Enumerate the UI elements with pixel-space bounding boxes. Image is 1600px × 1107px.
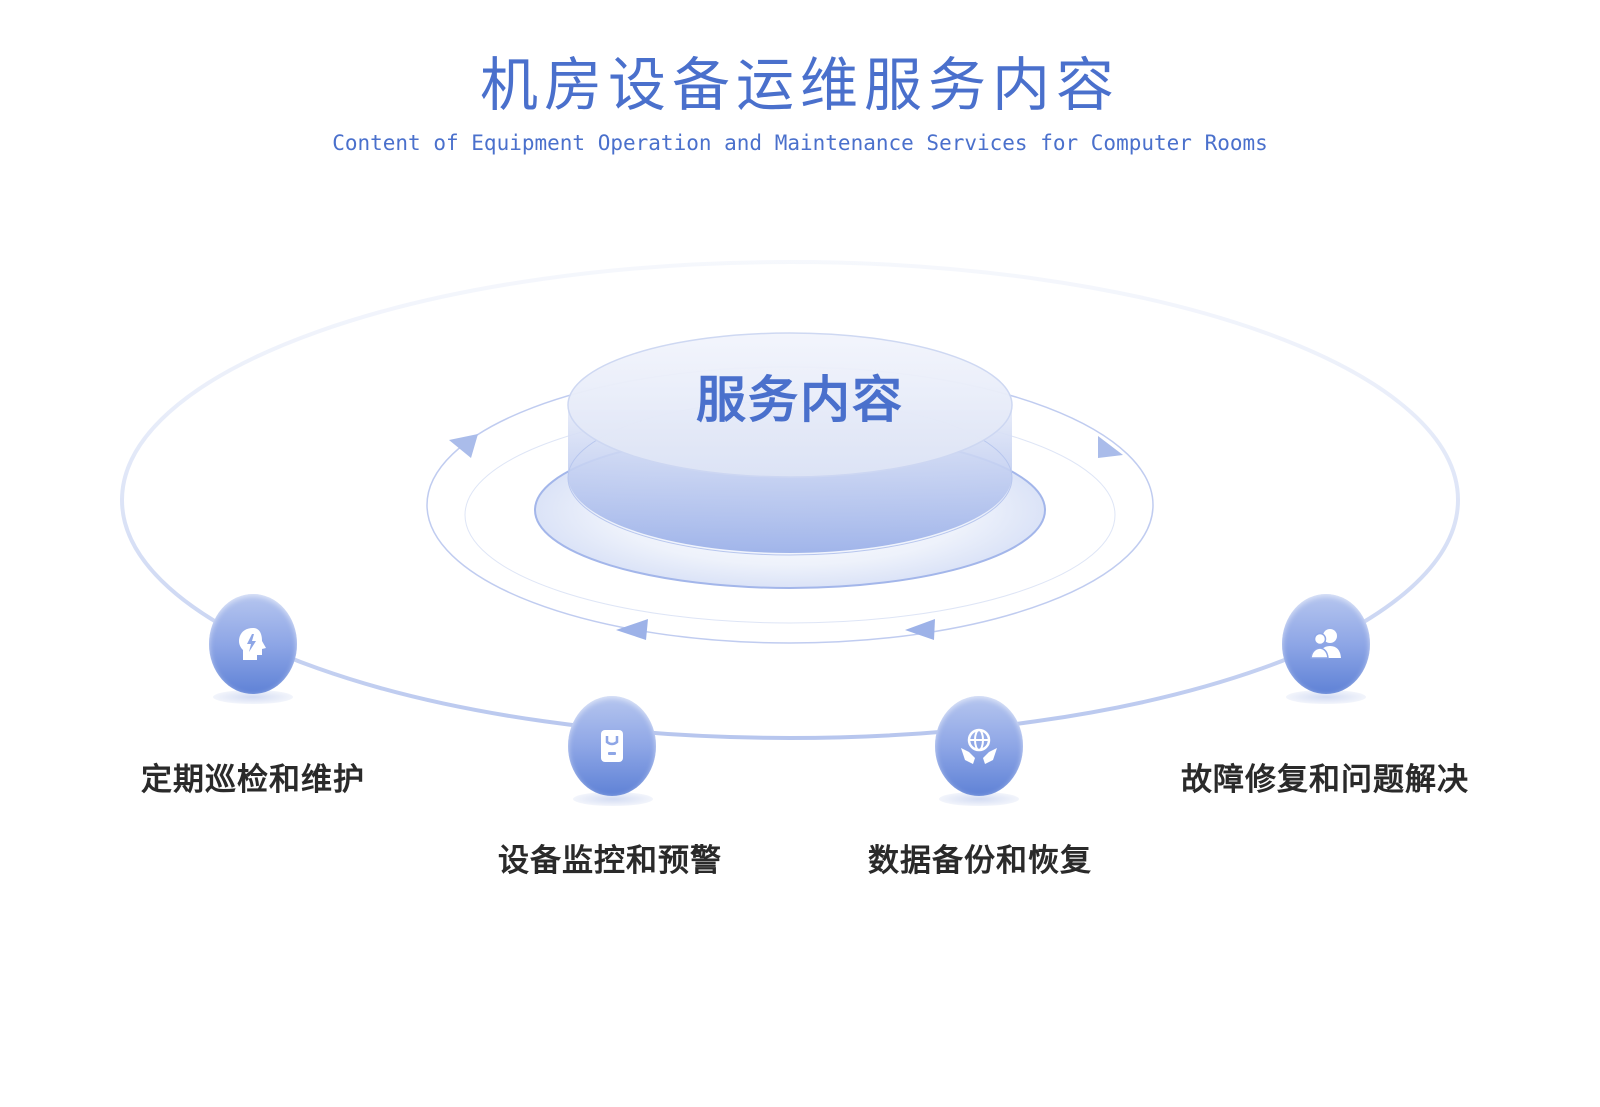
orbit-arrow-left (449, 434, 478, 458)
orbit-arrow-bottom-left (616, 619, 648, 640)
node-4-shadow (1286, 690, 1366, 704)
outer-orbit-ring (120, 260, 1460, 740)
node-4-label: 故障修复和问题解决 (1181, 762, 1469, 798)
node-3-shadow (939, 792, 1019, 806)
orbit-arrow-right (1098, 436, 1123, 458)
page-subtitle: Content of Equipment Operation and Maint… (332, 131, 1268, 155)
node-1-label: 定期巡检和维护 (141, 762, 365, 798)
node-3[interactable] (935, 696, 1023, 796)
head-lightning-icon (239, 628, 266, 660)
center-label: 服务内容 (696, 371, 904, 429)
node-4[interactable] (1282, 594, 1370, 694)
node-2[interactable] (568, 696, 656, 796)
node-2-label: 设备监控和预警 (498, 843, 722, 879)
orbit-arrow-bottom-right (905, 619, 935, 640)
monitor-device-icon (601, 730, 623, 762)
globe-hands-icon (961, 728, 997, 764)
users-icon (1310, 629, 1341, 659)
node-2-shadow (573, 792, 653, 806)
node-3-label: 数据备份和恢复 (868, 843, 1092, 879)
platform-cylinder-top (567, 332, 1013, 478)
page-title: 机房设备运维服务内容 (479, 51, 1120, 119)
node-1[interactable] (209, 594, 297, 694)
node-1-shadow (213, 690, 293, 704)
